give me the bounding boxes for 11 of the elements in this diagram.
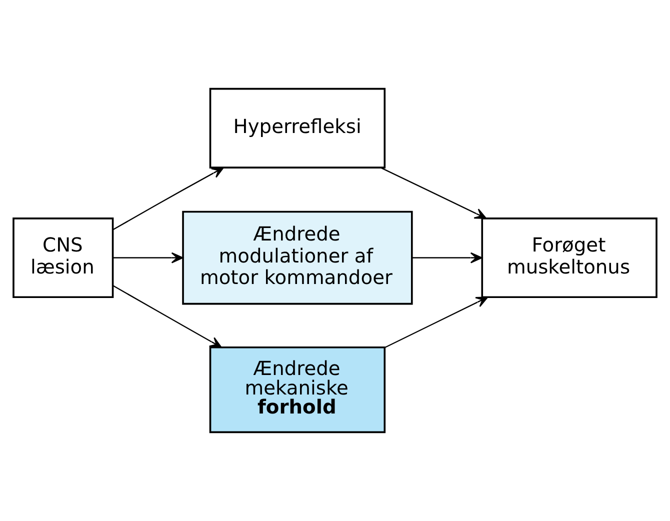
arrow	[412, 252, 482, 264]
arrow	[112, 252, 184, 264]
node-box: Hyperrefleksi	[209, 88, 386, 168]
node-box: Forøget muskeltonus	[481, 218, 658, 298]
arrow	[113, 167, 224, 230]
node-box: CNS læsion	[12, 218, 114, 298]
arrow	[112, 285, 222, 348]
node-box: Ændrede mekaniske forhold	[209, 346, 386, 434]
arrow	[380, 167, 487, 219]
arrow	[384, 296, 488, 348]
node-box: Ændrede modulationer af motor kommandoer	[182, 210, 413, 305]
